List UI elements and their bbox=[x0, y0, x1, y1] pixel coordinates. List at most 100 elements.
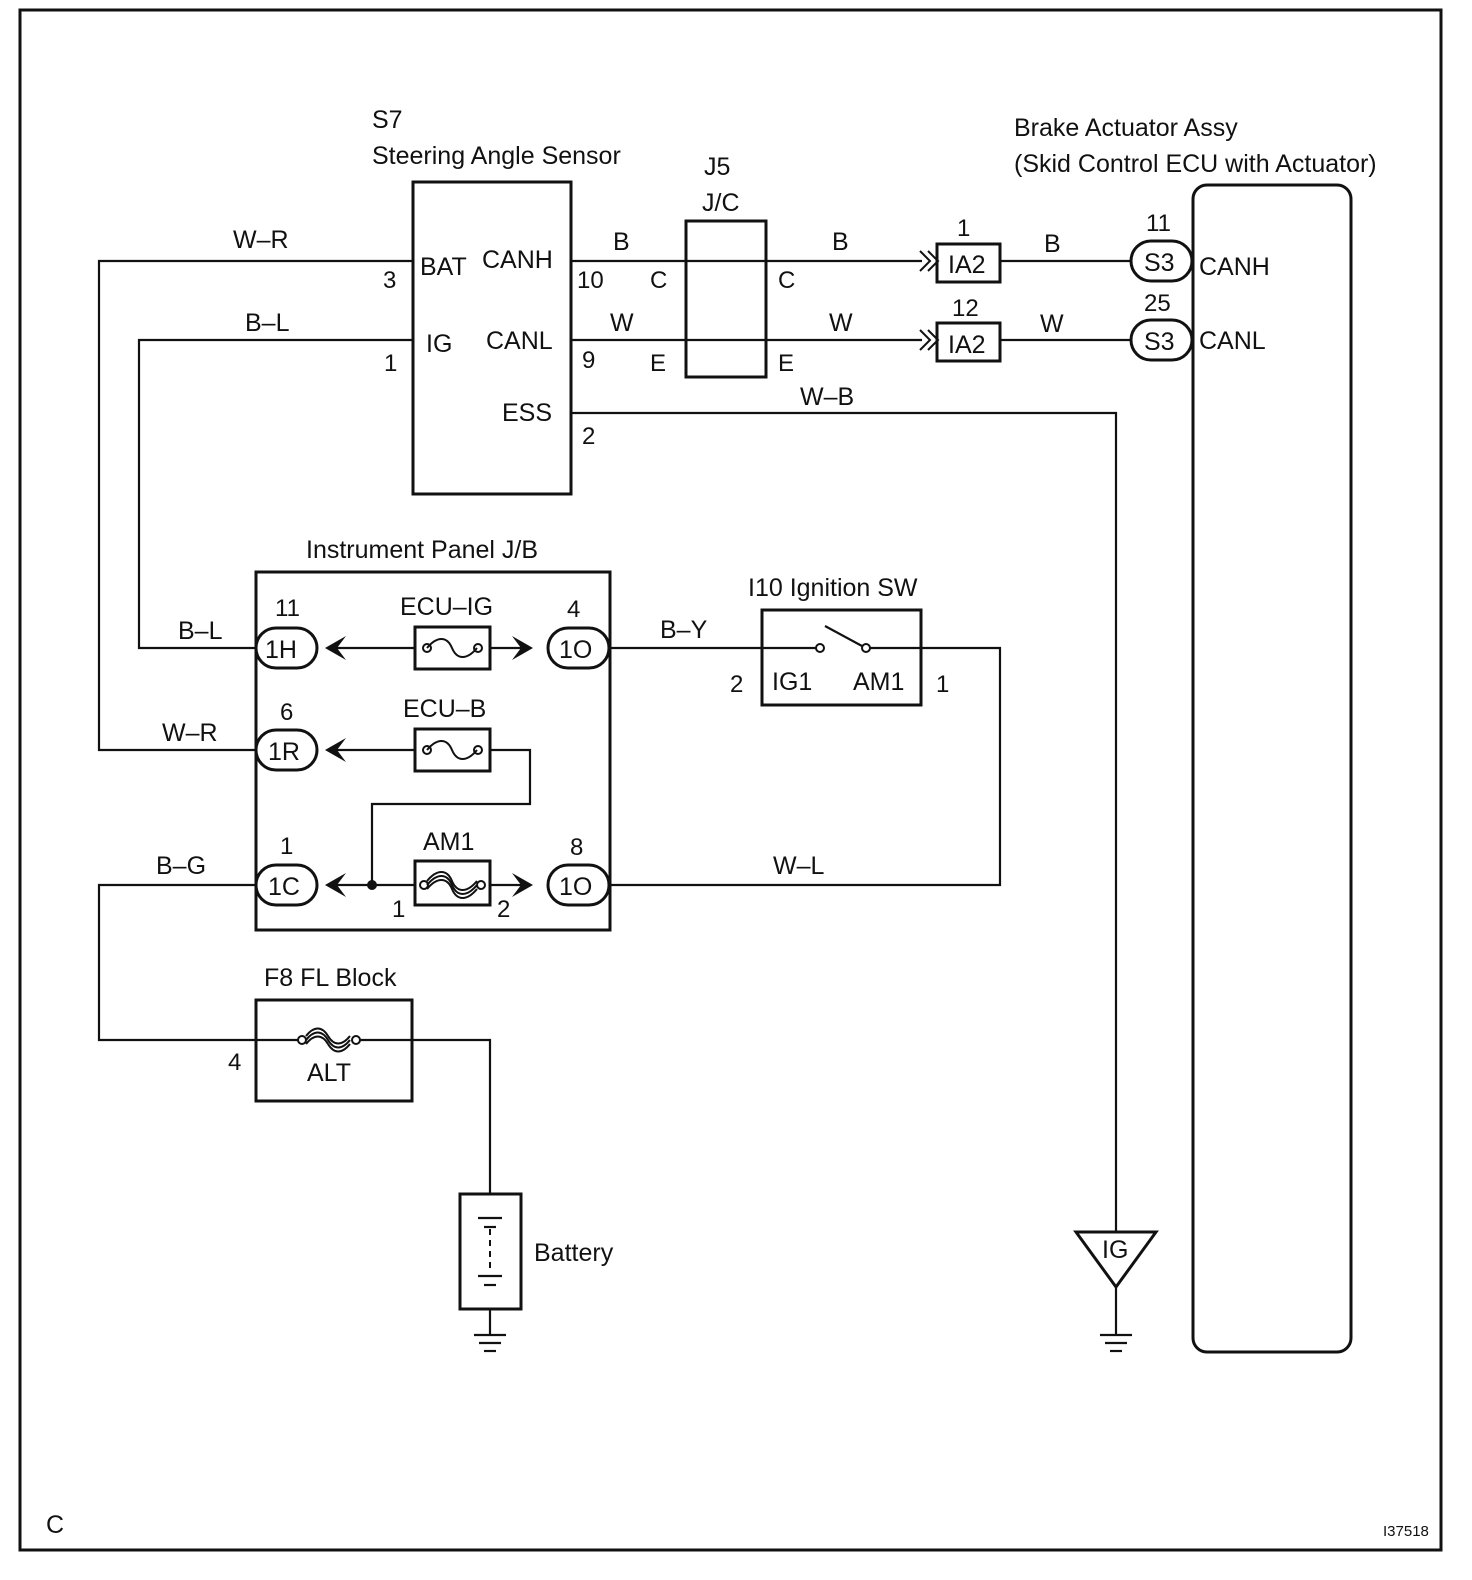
steering-sensor-code: S7 bbox=[372, 106, 403, 134]
connector-1o-top-label: 1O bbox=[559, 636, 592, 664]
steering-angle-sensor: S7 Steering Angle Sensor BAT IG CANH CAN… bbox=[372, 106, 621, 496]
s3-connector-canl bbox=[1129, 318, 1194, 362]
ia2-pin-top: 1 bbox=[957, 215, 970, 242]
junction-connector-j5: J5 J/C C C E E bbox=[650, 153, 795, 379]
wire-label-w-r-jb: W–R bbox=[162, 719, 218, 747]
fuse-ecu-ig-label: ECU–IG bbox=[400, 593, 493, 621]
ground-icon bbox=[1100, 1333, 1132, 1353]
wire-label-b-y: B–Y bbox=[660, 616, 708, 644]
ignition-sw-box bbox=[760, 608, 923, 707]
junction-box bbox=[684, 219, 768, 379]
fl-block-title: F8 FL Block bbox=[264, 964, 397, 992]
ignition-am1-label: AM1 bbox=[853, 668, 904, 696]
switch-contact-icon bbox=[824, 625, 863, 647]
fusible-link-icon bbox=[305, 1031, 351, 1049]
fl-pin: 4 bbox=[228, 1049, 241, 1076]
wire-label-b-g: B–G bbox=[156, 852, 206, 880]
jb-title: Instrument Panel J/B bbox=[306, 536, 538, 564]
ia2-box-bottom bbox=[935, 321, 1002, 363]
actuator-canl-pin: 25 bbox=[1144, 290, 1171, 317]
steering-sensor-name: Steering Angle Sensor bbox=[372, 142, 621, 170]
actuator-canl-label: CANL bbox=[1199, 327, 1266, 355]
battery-feed-wire bbox=[412, 1038, 492, 1194]
ia2-label-bottom: IA2 bbox=[948, 331, 986, 359]
steering-sensor-box bbox=[411, 180, 573, 496]
junction-pin-left-bottom: E bbox=[650, 350, 666, 377]
w-r-wire bbox=[97, 259, 413, 752]
ignition-sw-title: I10 Ignition SW bbox=[748, 574, 918, 602]
ig-triangle-icon bbox=[1073, 1230, 1159, 1290]
pin-1o-bottom: 8 bbox=[570, 834, 583, 861]
ground-icon bbox=[474, 1333, 506, 1353]
terminal-ig: IG bbox=[426, 330, 452, 358]
pin-1h: 11 bbox=[275, 595, 300, 622]
arrow-left-icon bbox=[325, 873, 346, 897]
chevron-icon bbox=[919, 329, 932, 351]
pin-bat: 3 bbox=[383, 267, 396, 294]
connector-1o-bottom-label: 1O bbox=[559, 873, 592, 901]
pin-1c: 1 bbox=[280, 833, 293, 860]
junction-pin-right-top: C bbox=[778, 267, 795, 294]
fuse-icon bbox=[426, 638, 478, 658]
pin-ess: 2 bbox=[582, 423, 595, 450]
ia2-label-top: IA2 bbox=[948, 251, 986, 279]
actuator-canh-label: CANH bbox=[1199, 253, 1270, 281]
connector-1r bbox=[254, 728, 319, 772]
brake-actuator-box bbox=[1191, 183, 1353, 1354]
w-l-wire bbox=[609, 646, 1002, 887]
arrow-right-icon bbox=[512, 873, 533, 897]
fl-fuse-alt-label: ALT bbox=[307, 1059, 351, 1087]
s3-label-canh: S3 bbox=[1144, 249, 1175, 277]
wire-label-w-2: W bbox=[829, 309, 853, 337]
connector-1r-label: 1R bbox=[268, 738, 300, 766]
wire-label-w-1: W bbox=[610, 309, 634, 337]
terminal-canl: CANL bbox=[486, 327, 553, 355]
actuator-canh-pin: 11 bbox=[1146, 210, 1171, 237]
diagram-frame bbox=[18, 8, 1443, 1552]
wire-label-w-l: W–L bbox=[773, 852, 825, 880]
junction-name: J/C bbox=[702, 189, 740, 217]
wire-label-b-l-top: B–L bbox=[245, 309, 290, 337]
fl-block-box bbox=[254, 998, 414, 1103]
wire-label-b-3: B bbox=[1044, 230, 1061, 258]
junction-pin-right-bottom: E bbox=[778, 350, 794, 377]
pin-1r: 6 bbox=[280, 699, 293, 726]
ignition-pin-right: 1 bbox=[936, 671, 949, 698]
wire-label-b-2: B bbox=[832, 228, 849, 256]
fuse-icon bbox=[426, 740, 478, 760]
brake-actuator-title: Brake Actuator Assy bbox=[1014, 114, 1238, 142]
terminal-ess: ESS bbox=[502, 399, 552, 427]
ia2-connector-canh: IA2 1 bbox=[919, 215, 1002, 284]
am1-pin-right: 2 bbox=[497, 896, 510, 923]
figure-id: I37518 bbox=[1383, 1523, 1429, 1540]
s3-connector-canh bbox=[1129, 239, 1194, 283]
wire-label-b-l-jb: B–L bbox=[178, 617, 223, 645]
instrument-panel-jb: Instrument Panel J/B 1H 11 ECU–IG 1O 4 1… bbox=[254, 536, 612, 932]
ig-label: IG bbox=[1102, 1236, 1128, 1264]
ig-power-source: IG bbox=[1073, 1230, 1159, 1353]
ecu-b-feed-wire bbox=[370, 748, 532, 885]
corner-letter: C bbox=[46, 1511, 64, 1539]
fuse-ecu-b-label: ECU–B bbox=[403, 695, 486, 723]
ia2-pin-bottom: 12 bbox=[952, 295, 979, 322]
fl-block: F8 FL Block ALT 4 bbox=[228, 964, 414, 1103]
b-g-wire bbox=[97, 883, 256, 1042]
battery-label: Battery bbox=[534, 1239, 614, 1267]
pin-canh: 10 bbox=[577, 267, 604, 294]
junction-pin-left-top: C bbox=[650, 267, 667, 294]
connector-1c-label: 1C bbox=[268, 873, 300, 901]
pin-1o-top: 4 bbox=[567, 596, 580, 623]
connector-1h bbox=[254, 626, 319, 670]
ignition-pin-left: 2 bbox=[730, 671, 743, 698]
fuse-am1 bbox=[413, 859, 492, 907]
fusible-link-icon bbox=[426, 875, 478, 895]
fuse-am1-label: AM1 bbox=[423, 828, 474, 856]
ia2-box-top bbox=[935, 242, 1002, 284]
b-l-wire bbox=[137, 338, 413, 650]
terminal-canh: CANH bbox=[482, 246, 553, 274]
brake-actuator-assy: Brake Actuator Assy (Skid Control ECU wi… bbox=[1014, 114, 1377, 1354]
ignition-ig1-label: IG1 bbox=[772, 668, 812, 696]
wire-label-w-b: W–B bbox=[800, 383, 854, 411]
arrow-left-icon bbox=[325, 738, 346, 762]
